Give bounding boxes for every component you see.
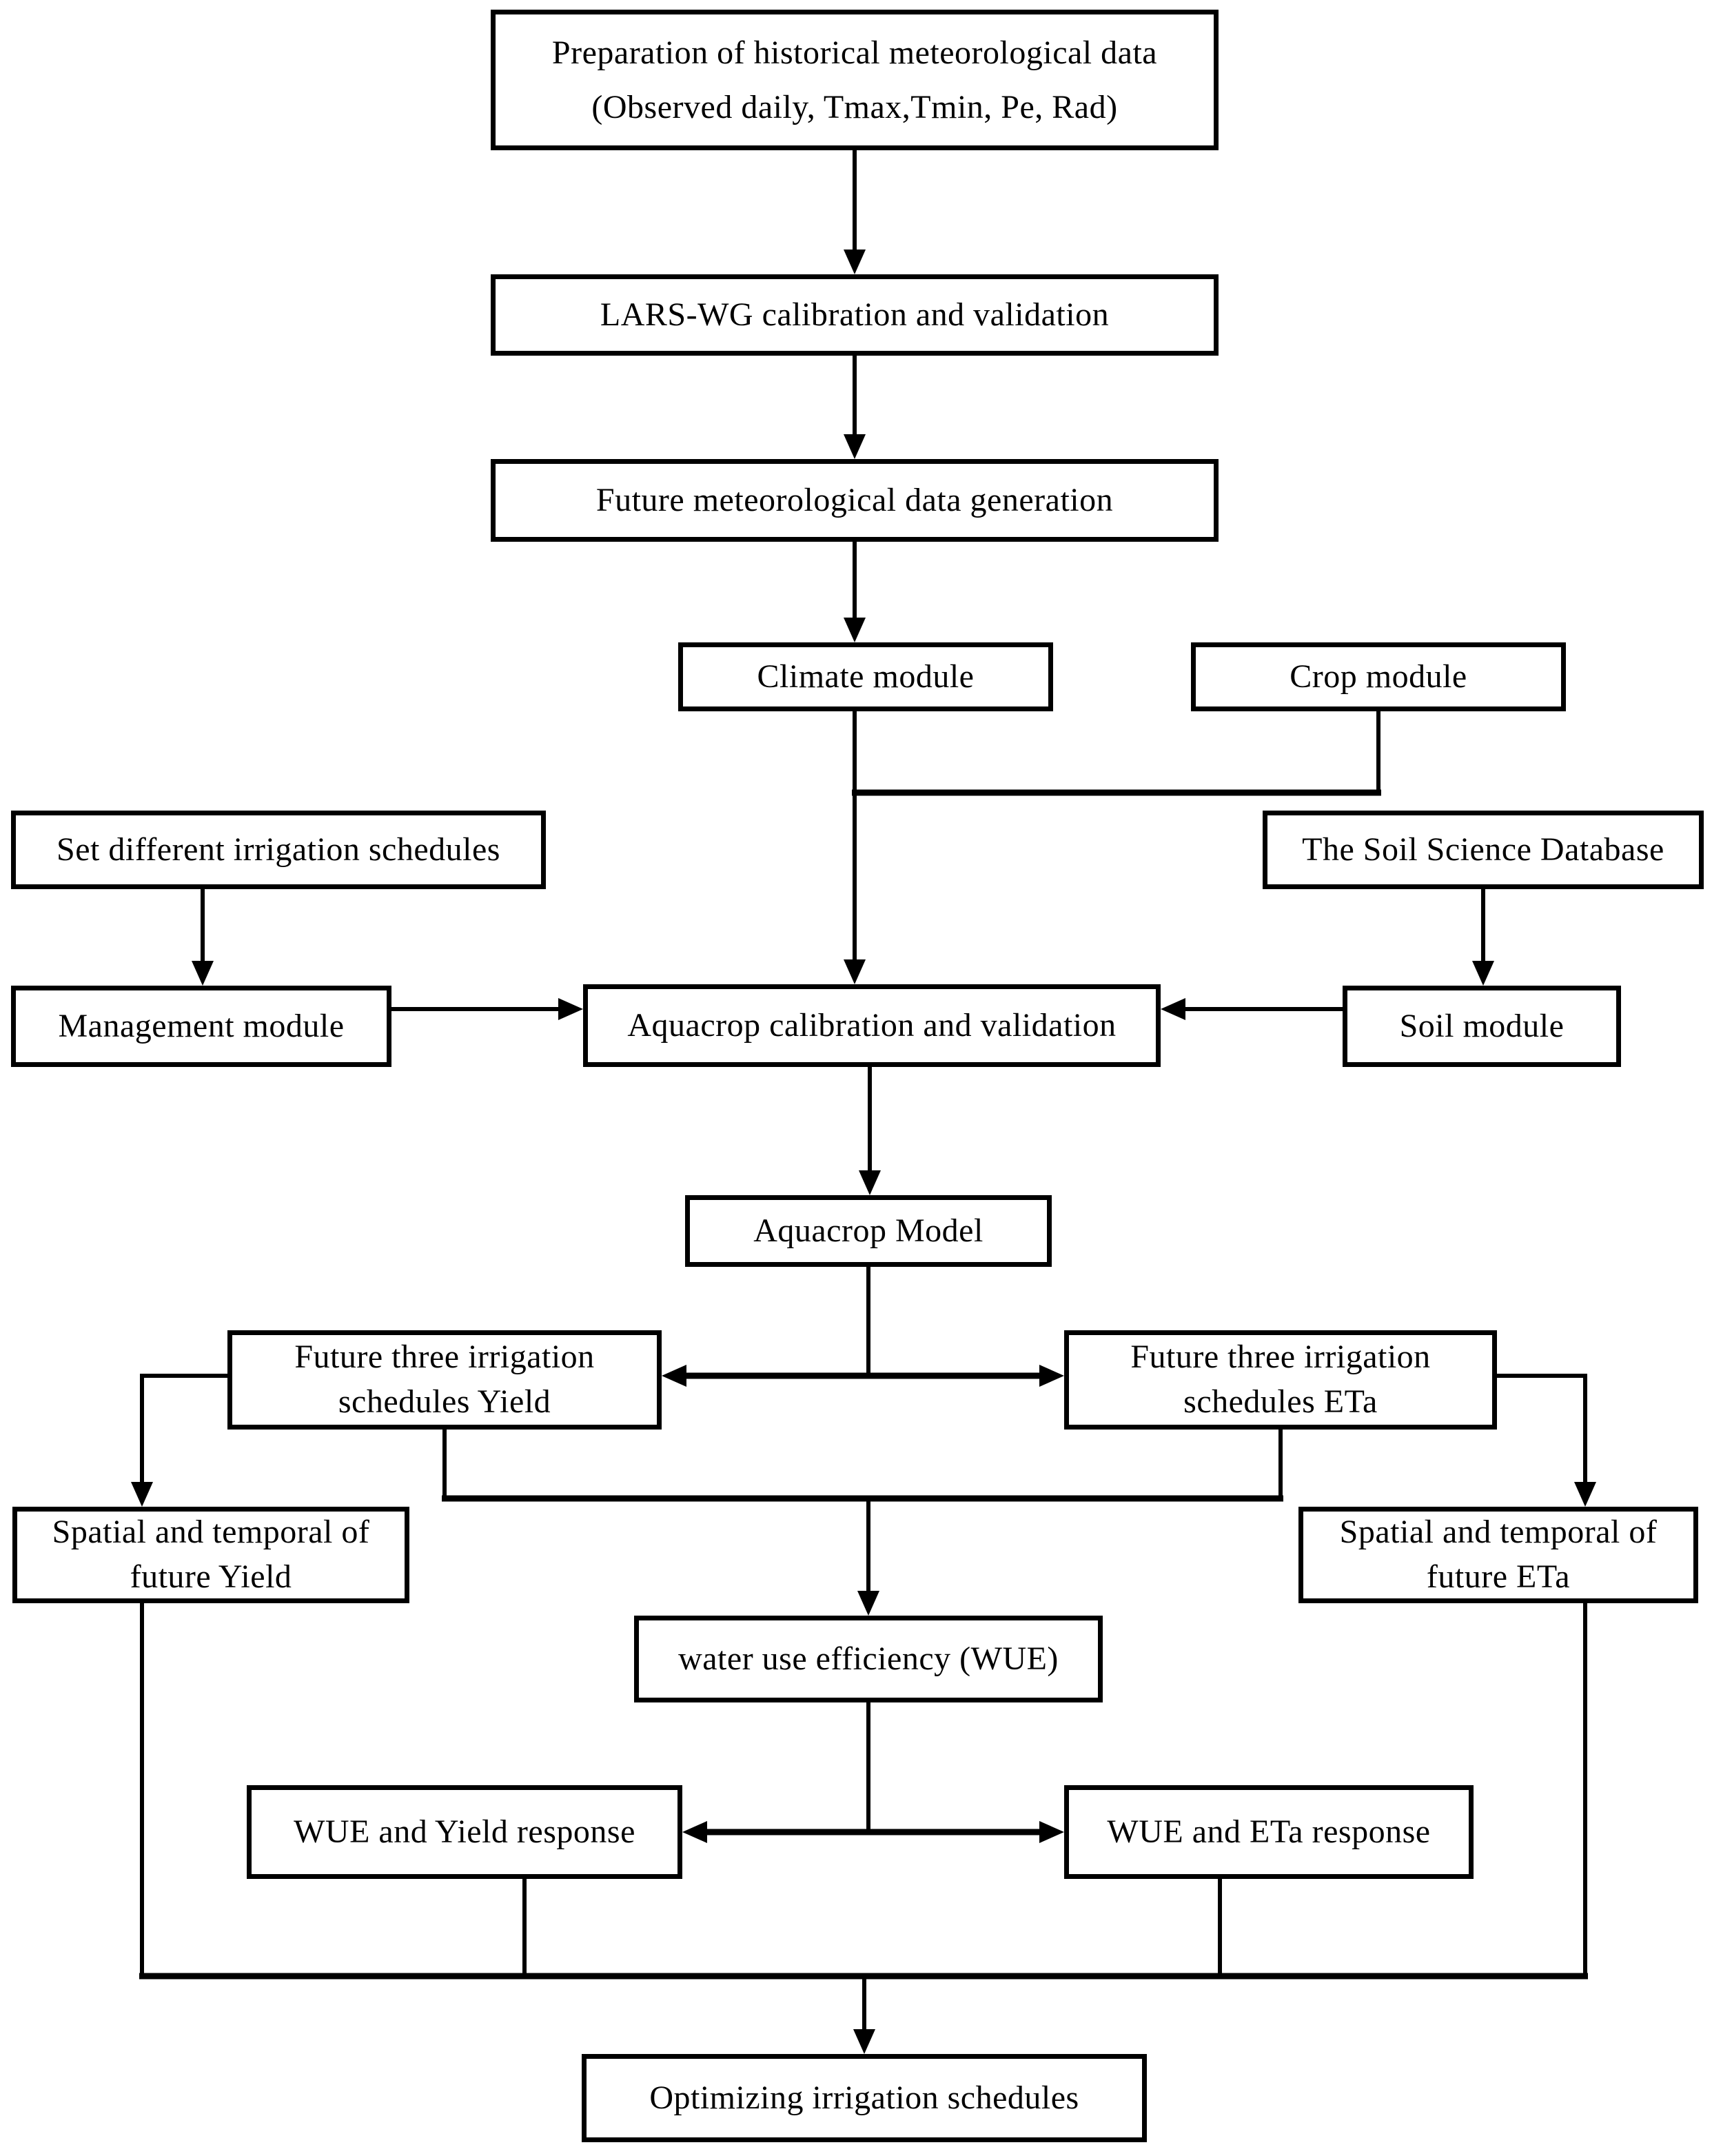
node-wue: water use efficiency (WUE) [634, 1616, 1103, 1702]
edge-wue-to-responses [682, 1702, 1064, 1843]
edge-setirrigation-to-management [192, 889, 214, 986]
node-aquacrop-calibration: Aquacrop calibration and validation [583, 984, 1161, 1067]
edge-future-met-to-climate [844, 542, 866, 642]
edge-aquacalib-to-aquamodel [859, 1067, 881, 1195]
node-future-met: Future meteorological data generation [491, 459, 1219, 542]
edge-aquamodel-to-future-schedules [662, 1267, 1064, 1387]
edge-preparation-to-lars [844, 150, 866, 274]
edge-soildatabase-to-soilmodule [1472, 889, 1494, 986]
node-future-yield: Future three irrigation schedules Yield [227, 1330, 662, 1430]
node-soil-database: The Soil Science Database [1263, 811, 1704, 889]
node-preparation: Preparation of historical meteorological… [491, 10, 1219, 150]
edge-merge-to-optimizing [139, 1603, 1588, 2054]
node-spatial-eta: Spatial and temporal of future ETa [1298, 1507, 1698, 1603]
node-set-irrigation: Set different irrigation schedules [11, 811, 546, 889]
node-wue-eta-response: WUE and ETa response [1064, 1785, 1474, 1879]
node-climate-module: Climate module [678, 642, 1053, 711]
node-lars-wg: LARS-WG calibration and validation [491, 274, 1219, 356]
edge-climate-crop-merge-to-aquacalib [844, 711, 1381, 984]
edge-management-to-aquacalib [391, 998, 583, 1020]
node-wue-yield-response: WUE and Yield response [247, 1785, 682, 1879]
node-spatial-yield: Spatial and temporal of future Yield [12, 1507, 409, 1603]
node-crop-module: Crop module [1191, 642, 1566, 711]
edge-futureeta-to-spatialeta [1497, 1374, 1596, 1507]
edge-soilmodule-to-aquacalib [1161, 998, 1343, 1020]
node-management-module: Management module [11, 986, 391, 1067]
node-aquacrop-model: Aquacrop Model [685, 1195, 1052, 1267]
node-soil-module: Soil module [1343, 986, 1621, 1067]
node-optimizing: Optimizing irrigation schedules [582, 2054, 1147, 2142]
edge-futureyield-to-spatialyield [131, 1374, 227, 1507]
edge-lars-to-future-met [844, 356, 866, 459]
node-future-eta: Future three irrigation schedules ETa [1064, 1330, 1497, 1430]
edge-futureschedules-to-wue [442, 1430, 1283, 1616]
